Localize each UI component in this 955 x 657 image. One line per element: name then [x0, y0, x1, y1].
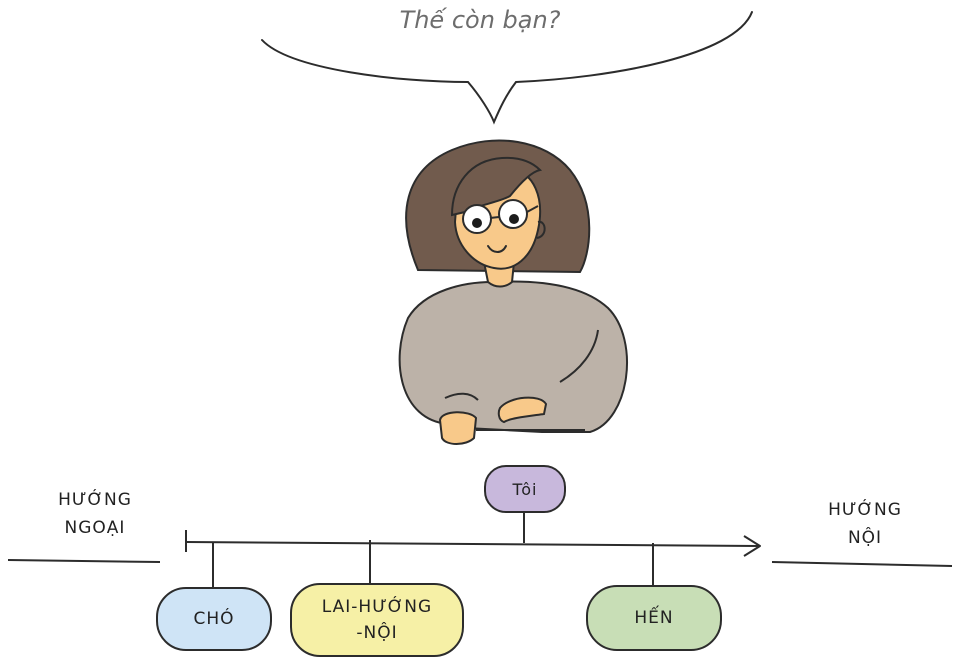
marker-ambivert-line1: LAI-HƯỚNG — [321, 597, 433, 617]
sweater-fold — [559, 329, 599, 383]
ear — [536, 220, 546, 239]
sweater-fold — [444, 392, 479, 401]
marker-ambivert: LAI-HƯỚNG -NỘI — [290, 583, 464, 657]
speech-bubble — [261, 11, 753, 125]
left-hand — [438, 411, 478, 445]
introvert-label-line2: NỘI — [847, 528, 883, 548]
axis-arrowhead — [743, 535, 761, 557]
eye-right — [509, 214, 519, 224]
eye-left — [472, 218, 482, 228]
spectrum-axis — [185, 541, 759, 547]
right-label-underline — [771, 561, 953, 567]
right-hand — [497, 396, 548, 424]
introvert-label: HƯỚNG NỘI — [810, 496, 920, 552]
extrovert-label-line2: NGOẠI — [64, 518, 126, 538]
marker-cat-label: HẾN — [634, 608, 674, 628]
introvert-label-line1: HƯỚNG — [828, 500, 902, 520]
smile — [487, 245, 507, 253]
extrovert-label-line1: HƯỚNG — [58, 490, 132, 510]
marker-self: Tôi — [484, 465, 566, 513]
extrovert-label: HƯỚNG NGOẠI — [40, 486, 150, 542]
marker-dog: CHÓ — [156, 587, 272, 651]
marker-cat: HẾN — [586, 585, 722, 651]
hair-fringe — [450, 156, 543, 217]
speech-text: Thế còn bạn? — [399, 6, 561, 34]
left-label-underline — [7, 559, 161, 563]
marker-ambivert-line2: -NỘI — [356, 623, 398, 643]
marker-dog-label: CHÓ — [193, 609, 235, 629]
marker-self-label: Tôi — [512, 479, 538, 499]
